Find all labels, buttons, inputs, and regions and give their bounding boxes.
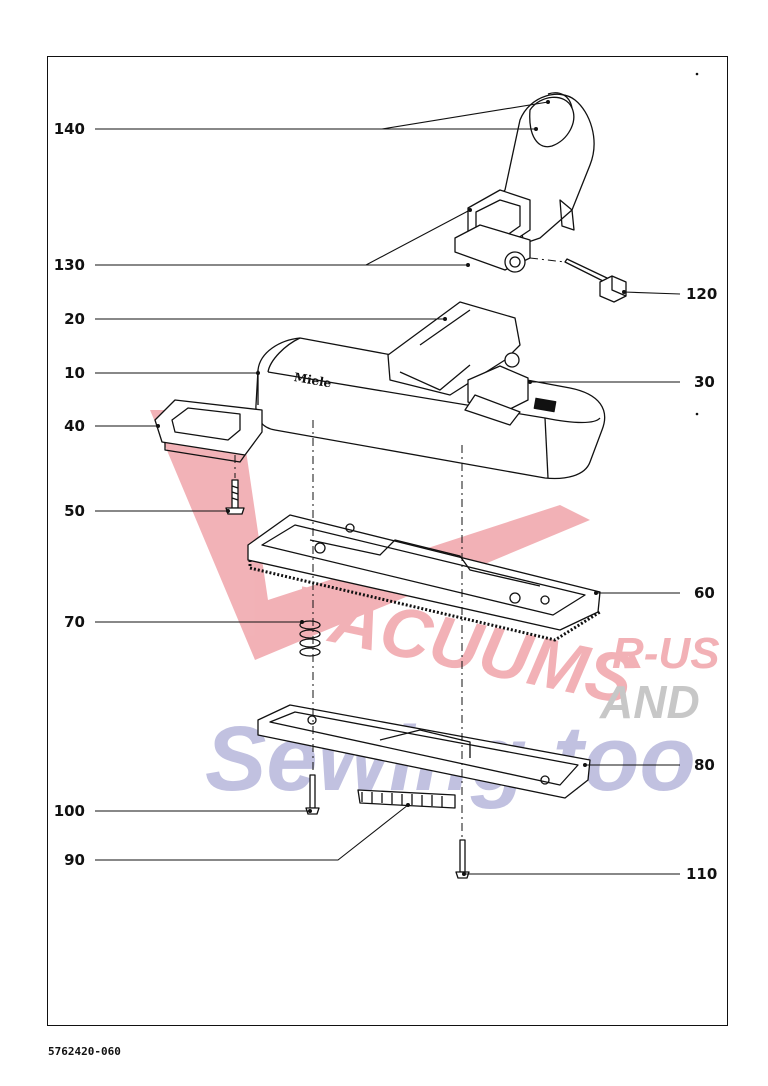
callout-20: 20 [64,310,85,328]
callout-40: 40 [64,417,85,435]
part-spring [299,620,321,657]
callout-120: 120 [686,285,718,303]
brand-mark: Miele [293,370,333,390]
part-pedal [464,365,557,426]
leader-120 [623,291,681,295]
part-nozzle-housing [255,337,606,480]
diagram-frame [47,56,728,1026]
watermark-v-swoosh [150,410,590,660]
callout-110: 110 [686,865,718,883]
leader-lines [95,101,681,875]
part-brush-plate [247,514,601,642]
callout-30: 30 [694,373,715,391]
part-screw-small [225,479,245,515]
callout-130: 130 [53,256,85,274]
watermark-word-and: AND [599,676,700,728]
part-slider [357,789,456,809]
assembly-axes [234,257,566,838]
callout-10: 10 [64,364,85,382]
part-axle-pin [564,258,627,303]
callout-80: 80 [694,756,715,774]
part-base-plate [257,704,591,799]
callout-100: 100 [53,802,85,820]
part-clip [154,399,263,463]
callout-90: 90 [64,851,85,869]
leader-130 [95,209,471,266]
callout-50: 50 [64,502,85,520]
drawing-code: 5762420-060 [48,1045,121,1058]
callout-70: 70 [64,613,85,631]
callout-140: 140 [53,120,85,138]
watermark-word-rus: R-US [612,629,720,678]
leader-90 [95,804,409,861]
callout-60: 60 [694,584,715,602]
leader-dots [156,72,699,876]
leader-140 [95,101,549,130]
part-neck-socket [387,301,521,396]
part-screw-110 [455,839,470,879]
part-neck-joint [454,189,531,273]
